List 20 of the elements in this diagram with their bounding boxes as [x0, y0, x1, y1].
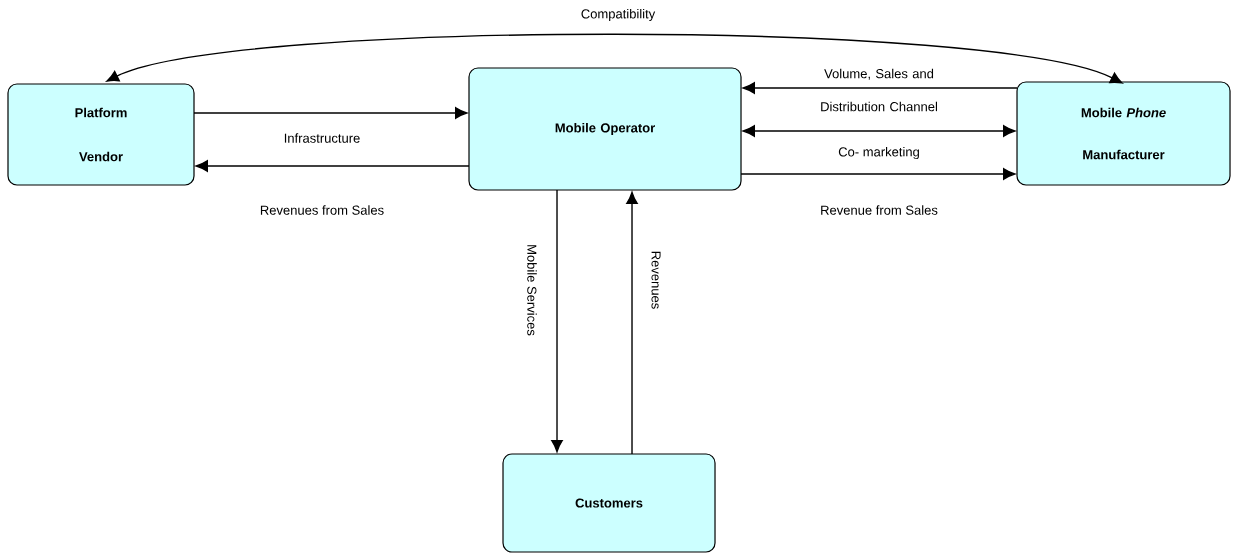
process-box: Mobile Operator [468, 67, 742, 191]
edge-label: Revenues from Sales [260, 205, 384, 215]
edge-label: Co- marketing [838, 146, 919, 160]
edge-label: Revenues [651, 251, 661, 309]
arrow [551, 189, 563, 453]
arrow [193, 107, 468, 119]
process-box: Mobile Phone Manufacturer [1016, 81, 1231, 186]
edge-label: Compatibility [581, 8, 656, 22]
arrow [740, 168, 1016, 180]
arrow [106, 33, 1123, 84]
edge-label: Volume, Sales and Distribution Channel [821, 68, 937, 112]
edge-label: Infrastructure [284, 133, 360, 143]
arrow [195, 160, 470, 172]
edge-label: Mobile Services [527, 245, 537, 336]
process-box: Customers [502, 453, 716, 553]
arrow [742, 125, 1016, 137]
arrow [742, 82, 1018, 94]
edge-label: Revenue from Sales [821, 205, 938, 215]
process-box: Platform Vendor [7, 83, 195, 186]
arrow [626, 191, 638, 455]
